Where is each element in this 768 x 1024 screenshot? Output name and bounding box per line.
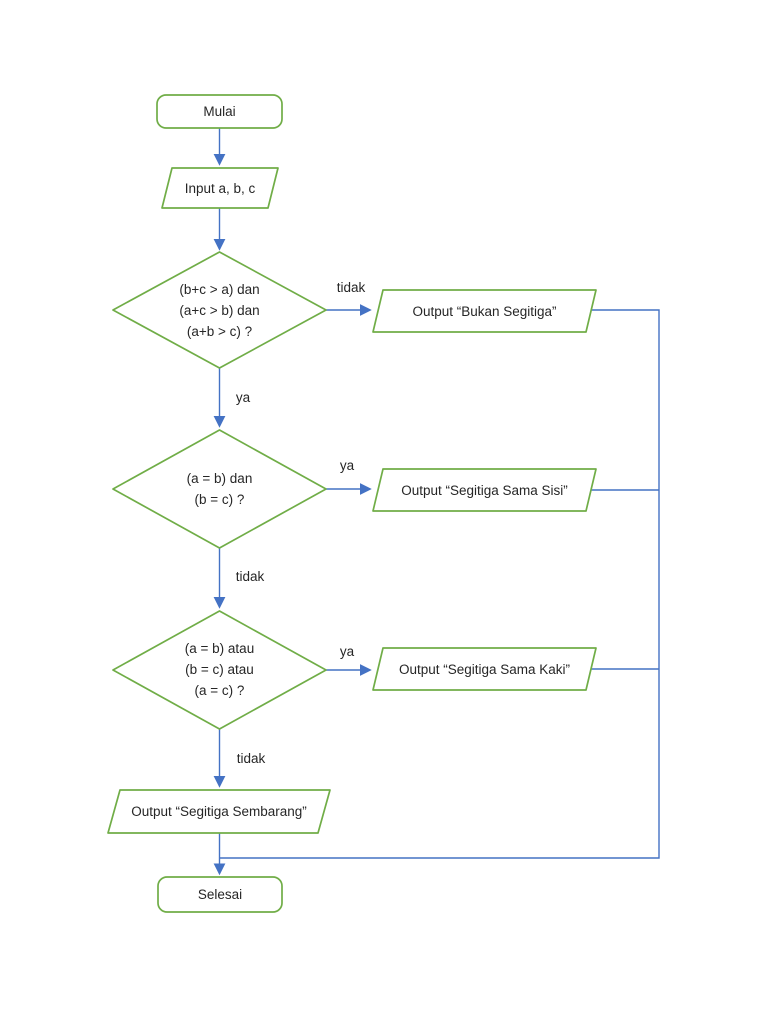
decision3-diamond-shape [112,610,327,730]
edge-label-decision1-no: tidak [336,280,366,295]
input-label: Input a, b, c [184,180,256,196]
edge-label-decision2-yes: ya [339,458,355,473]
decision3-line-2: (b = c) atau [185,662,254,677]
edge-label-decision3-yes: ya [339,644,355,659]
decision3-line-3: (a = c) ? [194,683,245,698]
edge-label-decision1-yes: ya [235,390,251,405]
edge-label-decision3-no: tidak [236,751,266,766]
output-bukan-segitiga-shape [372,289,597,333]
output-bukan-segitiga-label: Output “Bukan Segitiga” [412,303,557,319]
input-parallelogram-shape [161,167,279,209]
output-sama-kaki-shape [372,647,597,691]
start-label: Mulai [203,104,236,119]
decision3-label: (a = b) atau (b = c) atau (a = c) ? [139,638,300,701]
output-sembarang-label: Output “Segitiga Sembarang” [131,804,307,819]
decision2-line-2: (b = c) ? [194,492,245,507]
decision3-line-1: (a = b) atau [184,641,255,656]
decision1-diamond-shape [112,251,327,369]
decision2-label: (a = b) dan (b = c) ? [139,468,300,510]
decision2-diamond-shape [112,429,327,549]
start-terminator-shape [156,94,283,129]
end-label: Selesai [197,887,243,902]
end-terminator-shape [157,876,283,913]
decision1-line-3: (a+b > c) ? [186,324,253,339]
output-sama-sisi-shape [372,468,597,512]
output-sama-sisi-label: Output “Segitiga Sama Sisi” [401,482,568,498]
decision1-line-2: (a+c > b) dan [179,303,260,318]
edge-merge-trunk [220,309,660,859]
decision1-line-1: (b+c > a) dan [179,282,260,297]
output-sama-kaki-label: Output “Segitiga Sama Kaki” [398,661,571,677]
decision2-line-1: (a = b) dan [186,471,253,486]
edge-label-decision2-no: tidak [235,569,265,584]
output-sembarang-shape [107,789,331,834]
decision1-label: (b+c > a) dan (a+c > b) dan (a+b > c) ? [139,279,300,342]
